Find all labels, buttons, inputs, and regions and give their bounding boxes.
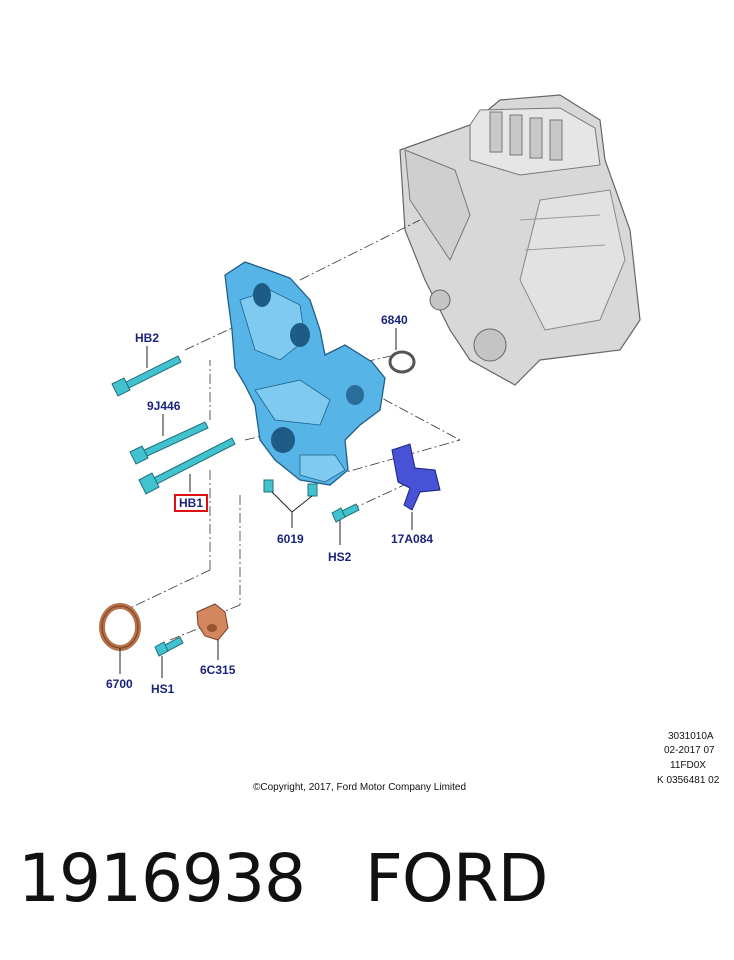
copyright-notice: ©Copyright, 2017, Ford Motor Company Lim…: [253, 782, 467, 793]
seal-6700-illustration: [99, 603, 141, 651]
exploded-parts-diagram: [99, 94, 641, 678]
sensor-6c315-illustration: [196, 603, 229, 641]
drawing-model-code: 11FD0X: [670, 760, 706, 771]
drawing-reference: K 0356481 02: [657, 775, 720, 786]
callout-leader-lines: [119, 328, 413, 678]
callout-hb2: HB2: [135, 331, 160, 345]
callout-hs1: HS1: [151, 682, 175, 696]
drawing-code: 3031010A: [668, 731, 714, 742]
bolt-hb1-illustration: [138, 437, 236, 495]
brand-name: FORD: [364, 840, 549, 917]
callout-6840: 6840: [381, 313, 408, 327]
dowel-6019-illustration: [263, 479, 318, 497]
bracket-17a084-illustration: [391, 443, 441, 511]
bolt-hs1-illustration: [154, 636, 184, 657]
bolt-hs2-illustration: [331, 503, 360, 523]
callout-9j446: 9J446: [147, 399, 181, 413]
drawing-date: 02-2017 07: [664, 745, 715, 756]
callout-hb1-highlighted: HB1: [174, 494, 209, 512]
engine-block-illustration: [399, 94, 641, 386]
callout-6c315: 6C315: [200, 663, 236, 677]
part-number: 1916938: [18, 840, 306, 917]
callout-hs2: HS2: [328, 550, 352, 564]
stud-9j446-illustration: [129, 421, 209, 465]
callout-6019: 6019: [277, 532, 304, 546]
callout-6700: 6700: [106, 677, 133, 691]
callout-17a084: 17A084: [391, 532, 434, 546]
caption: 1916938 FORD: [18, 840, 548, 917]
seal-6840-illustration: [388, 350, 416, 374]
timing-cover-illustration: [224, 261, 386, 486]
bolt-hb2-illustration: [111, 355, 182, 397]
